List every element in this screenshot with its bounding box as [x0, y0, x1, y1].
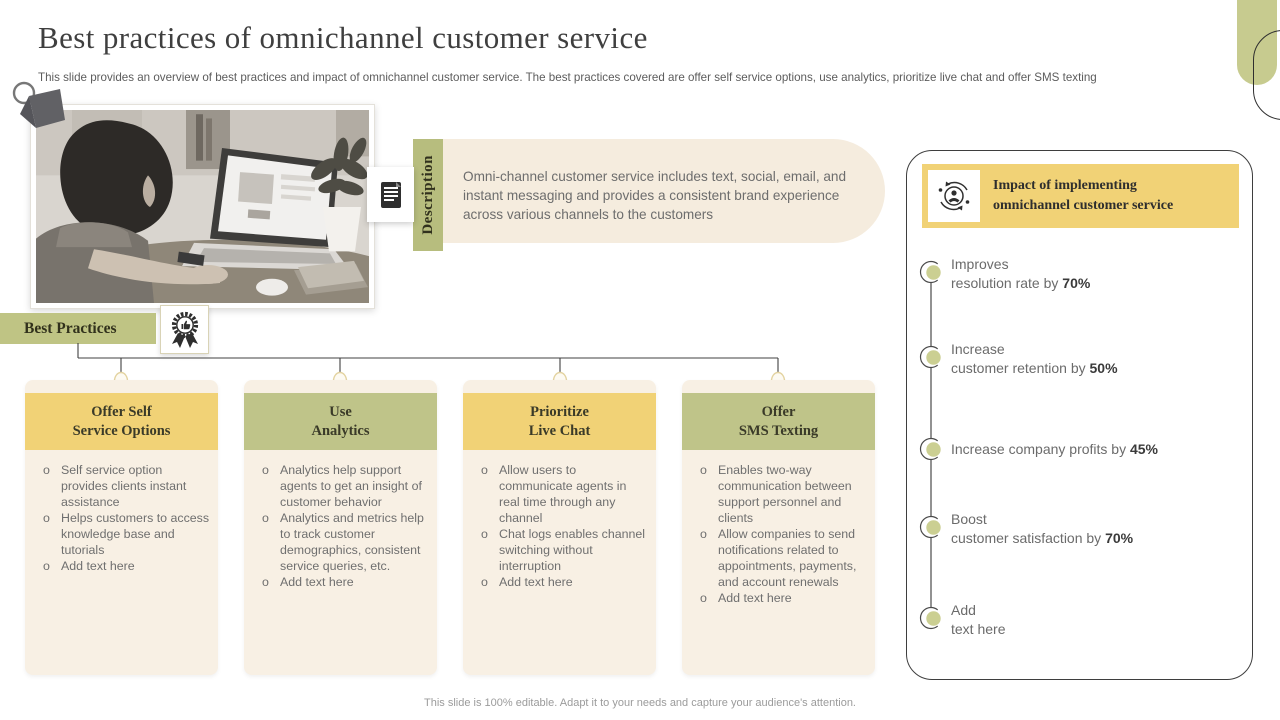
- impact-item-customer-retention: Increase customer retention by 50%: [951, 341, 1118, 376]
- stat-value: 70%: [1105, 530, 1134, 546]
- slide-subtitle: This slide provides an overview of best …: [38, 71, 1097, 84]
- stat-value: 45%: [1129, 441, 1159, 457]
- stat-value: 50%: [1089, 360, 1118, 376]
- page-title: Best practices of omnichannel customer s…: [38, 20, 648, 55]
- description-panel: [428, 139, 885, 243]
- card-title-line1: Prioritize: [530, 403, 589, 420]
- customer-orbit-icon: [938, 181, 970, 211]
- impact-panel: Impact of implementing omnichannel custo…: [906, 150, 1253, 680]
- best-practices-bar: Best Practices: [0, 313, 156, 344]
- impact-timeline: [919, 260, 943, 630]
- impact-item-resolution-rate: Improves resolution rate by 70%: [951, 256, 1091, 291]
- card-title-line2: Service Options: [72, 422, 171, 439]
- corner-outline-decoration: [1253, 30, 1280, 120]
- stat-value: 70%: [1062, 275, 1091, 291]
- card-title-line2: Analytics: [311, 422, 370, 439]
- card-title-line1: Offer: [761, 403, 796, 420]
- card-title-line2: Live Chat: [528, 422, 591, 439]
- card-title-line2: SMS Texting: [738, 422, 819, 439]
- card-header: Use Analytics: [244, 393, 437, 450]
- card-header: Prioritize Live Chat: [463, 393, 656, 450]
- best-practices-icon-box: [160, 305, 209, 354]
- impact-title-line1: Impact of implementing: [993, 178, 1137, 193]
- photo-illustration: [36, 110, 369, 303]
- impact-title-line2: omnichannel customer service: [993, 198, 1174, 213]
- description-text: Omni-channel customer service includes t…: [463, 169, 847, 222]
- impact-item-add-text: Add text here: [951, 602, 1006, 637]
- card-header: Offer SMS Texting: [682, 393, 875, 450]
- award-badge-icon: [171, 311, 198, 348]
- card-title-line1: Offer Self: [91, 403, 152, 420]
- document-icon: [380, 181, 401, 208]
- impact-title: Impact of implementing omnichannel custo…: [980, 176, 1173, 216]
- card-header: Offer Self Service Options: [25, 393, 218, 450]
- card-title-line1: Use: [329, 403, 352, 420]
- description-icon-box: [367, 167, 414, 222]
- impact-icon-box: [928, 170, 980, 222]
- best-practices-label: Best Practices: [24, 319, 117, 337]
- footer-note: This slide is 100% editable. Adapt it to…: [424, 697, 856, 709]
- impact-item-company-profits: Increase company profits by 45%: [951, 441, 1159, 457]
- impact-header: Impact of implementing omnichannel custo…: [922, 164, 1239, 228]
- binder-clip-icon: [12, 81, 65, 128]
- description-tab: Description: [413, 139, 443, 251]
- impact-item-customer-satisfaction: Boost customer satisfaction by 70%: [951, 511, 1134, 546]
- description-tab-label: Description: [419, 155, 436, 235]
- photo-woman-at-laptop: [30, 104, 375, 309]
